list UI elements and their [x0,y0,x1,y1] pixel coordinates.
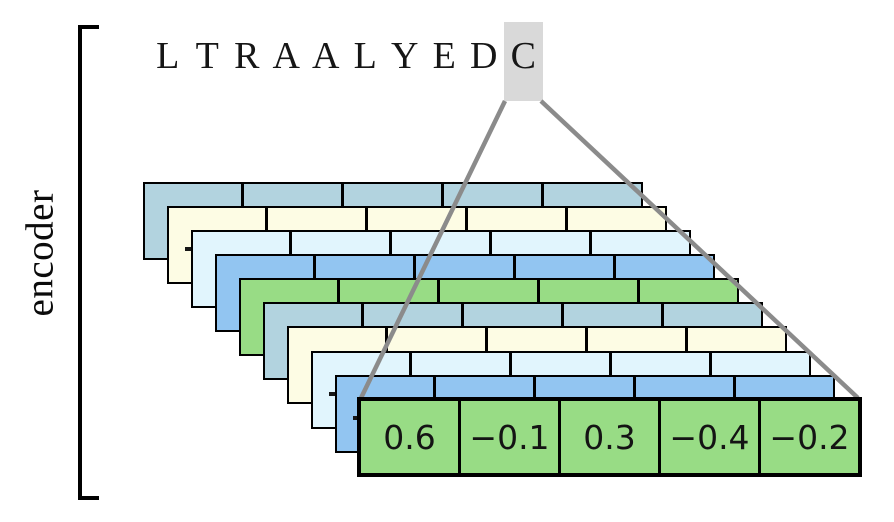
vector-value: −0.1 [469,417,550,457]
vector-cell: 0.6 [361,401,458,473]
sequence-letter: R [234,35,260,77]
vector-cell: −0.2 [758,401,858,473]
vector-value: 0.6 [383,417,436,457]
encoder-label: encoder [18,189,62,317]
peeking-minus-sign [329,392,337,396]
peeking-minus-sign [185,247,193,251]
sequence-letter: T [195,35,219,77]
vector-cell: 0.3 [558,401,658,473]
encoder-bracket [78,25,99,500]
sequence-letter: E [432,35,456,77]
vector-cell: −0.4 [658,401,758,473]
vector-value: −0.4 [669,417,750,457]
sequence-letter: A [312,35,340,77]
highlighted-token-background [503,22,543,101]
sequence-letter: D [470,35,498,77]
vector-value: −0.2 [769,417,850,457]
embedding-vector: 0.6 −0.1 0.3 −0.4 −0.2 [357,397,862,477]
vector-value: 0.3 [583,417,636,457]
sequence-letter: L [156,35,180,77]
sequence-letter: A [272,35,300,77]
sequence-letter: C [510,35,536,77]
vector-cell: −0.1 [458,401,558,473]
sequence-letter: L [353,35,377,77]
sequence-letter: Y [391,35,419,77]
